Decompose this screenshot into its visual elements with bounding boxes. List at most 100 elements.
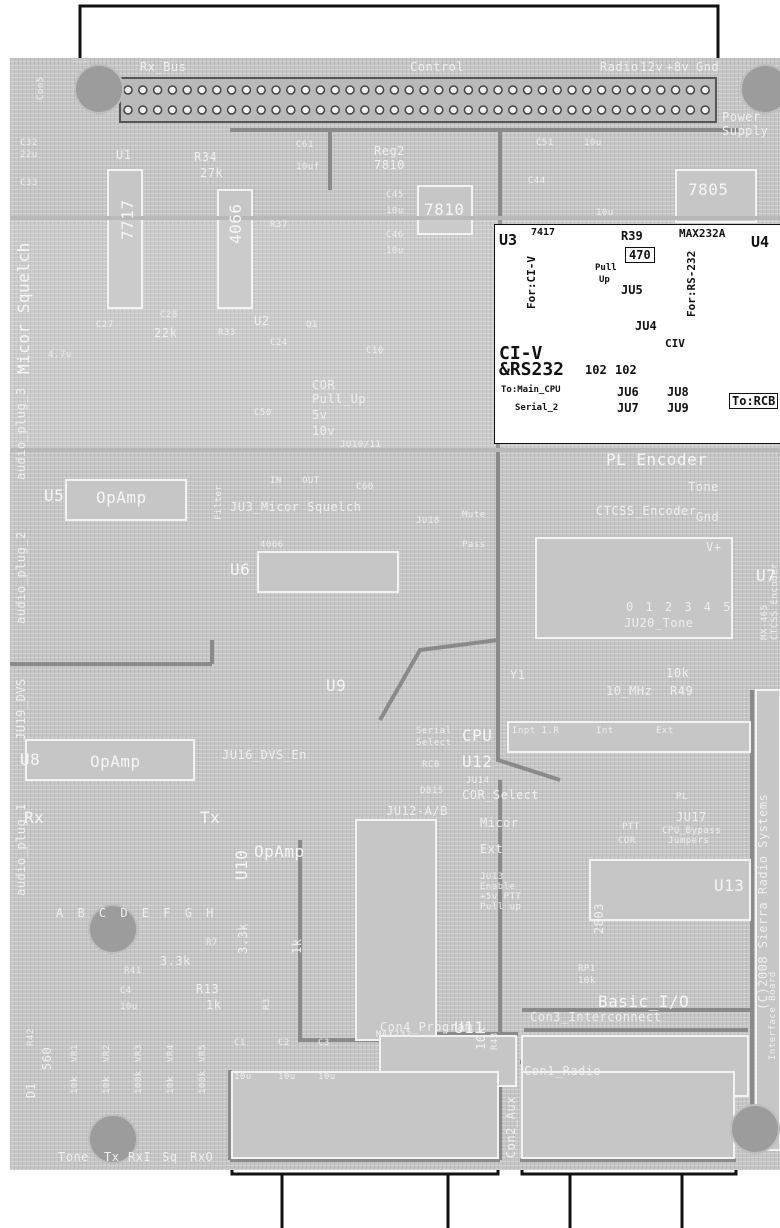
u8-part: OpAmp: [90, 752, 141, 771]
r2-value: 1k: [290, 938, 304, 954]
c27-label: C27: [96, 320, 114, 330]
pot-sq: Sq: [162, 1150, 178, 1164]
r42-value: 560: [40, 1046, 54, 1070]
int-label: Int: [596, 726, 614, 736]
header-pin: [182, 105, 192, 115]
c45-value: 10u: [386, 206, 404, 216]
civ-label: CIV: [665, 337, 685, 350]
jumpers-label: Jumpers: [668, 836, 710, 846]
header-pin: [670, 85, 681, 95]
in-label: IN: [270, 476, 282, 486]
pl-gnd-label: Gnd: [696, 510, 720, 524]
header-pin: [152, 85, 163, 95]
pl-tone-label: Tone: [688, 480, 719, 494]
header-pin: [582, 85, 592, 95]
c1-label: C1: [234, 1038, 246, 1048]
c3-label: C3: [318, 1038, 330, 1048]
header-pin: [626, 105, 636, 115]
ju14-label: JU14: [466, 776, 490, 786]
header-pin: [567, 105, 577, 115]
u2-part: 4066: [226, 203, 245, 244]
r43-value: 10k: [474, 1026, 488, 1050]
con5-label: Con5: [36, 76, 46, 100]
pot-rxi: RxI: [128, 1150, 152, 1164]
r33-label: R33: [218, 328, 236, 338]
r41-value: 3.3k: [160, 954, 191, 968]
con2-label: Con2_Aux: [504, 1096, 518, 1158]
vr1-label: VR1: [70, 1044, 80, 1062]
ju19-label: JU19_DVS: [14, 678, 28, 740]
header-pin: [656, 105, 666, 115]
u2-label: U2: [254, 314, 270, 328]
ptt-label: +5v PTT: [480, 892, 522, 902]
u13-part: 2803: [592, 903, 606, 934]
header-pin: [522, 105, 533, 115]
ju4-label: JU4: [635, 319, 657, 333]
header-pin: [641, 85, 651, 95]
ju3-label: JU3_Micor Squelch: [230, 500, 362, 514]
con-label: 12v: [640, 60, 664, 74]
rp1-label: RP1: [578, 964, 596, 974]
u6-part: 4066: [260, 540, 284, 550]
header-pin: [182, 85, 192, 95]
c4-value: 10u: [120, 1002, 138, 1012]
header-pin: [123, 85, 133, 95]
to-main-cpu-label: To:Main_CPU: [501, 385, 561, 395]
mhz-label: 10_MHz: [606, 684, 653, 698]
cor-label: COR: [312, 378, 336, 392]
header-pin: [700, 85, 710, 95]
u5-label: U5: [44, 486, 65, 505]
c24-label: C24: [270, 338, 288, 348]
header-pin: [700, 105, 710, 115]
header-pin: [374, 105, 385, 115]
header-pin: [241, 85, 252, 95]
ju16-label: JU16_DVS_En: [222, 748, 307, 762]
switch-letters: A B C D E F G H: [56, 906, 214, 920]
con-label: Control: [410, 60, 465, 74]
vr5-value: 100k: [198, 1070, 208, 1094]
ju10-label: JU10/11: [340, 440, 382, 450]
c32-value: 22u: [20, 150, 38, 160]
db15-label: DB15: [420, 786, 444, 796]
r49-label: R49: [670, 684, 694, 698]
header-pin: [596, 85, 607, 95]
serial2-label: Serial_2: [515, 403, 559, 413]
header-pin: [641, 105, 651, 115]
basic-io-label: Basic_I/O: [598, 992, 690, 1011]
vr2-value: 10k: [102, 1076, 112, 1094]
header-pin: [152, 105, 163, 115]
header-pin: [463, 85, 474, 95]
header-pin: [478, 105, 488, 115]
header-pin: [508, 85, 518, 95]
header-pin: [300, 105, 311, 115]
mx465-label: MX-465: [760, 604, 770, 640]
mounting-hole: [730, 1104, 780, 1154]
header-pin: [271, 85, 281, 95]
r3-label: R3: [262, 998, 272, 1010]
header-pin: [656, 85, 666, 95]
reg2-body: 7810: [424, 200, 465, 219]
vr3-value: 100k: [134, 1070, 144, 1094]
header-pin: [226, 85, 237, 95]
header-pin: [389, 85, 400, 95]
interface-label: Interface Board: [768, 971, 778, 1060]
reg2-part: 7810: [374, 158, 405, 172]
r43-label: R43: [490, 1032, 500, 1050]
pl-vplus-label: V+: [706, 540, 722, 554]
ju7-label: JU7: [617, 401, 639, 415]
u10-part: OpAmp: [254, 842, 305, 861]
u3-part: 7417: [531, 227, 556, 238]
c61-label: C61: [296, 140, 314, 150]
header-pin: [582, 105, 592, 115]
header-pin: [552, 85, 562, 95]
header-pin: [611, 85, 622, 95]
v10-label: 10v: [312, 424, 336, 438]
con-label: Radio: [600, 60, 639, 74]
vr5-label: VR5: [198, 1044, 208, 1062]
u11-label: U11: [454, 1018, 485, 1037]
r34-label: R34: [194, 150, 218, 164]
micor-squelch-label: Micor Squelch: [14, 242, 33, 374]
max232-label: MAX232: [376, 1030, 412, 1040]
header-pin: [167, 105, 178, 115]
tx-label: Tx: [200, 808, 221, 827]
